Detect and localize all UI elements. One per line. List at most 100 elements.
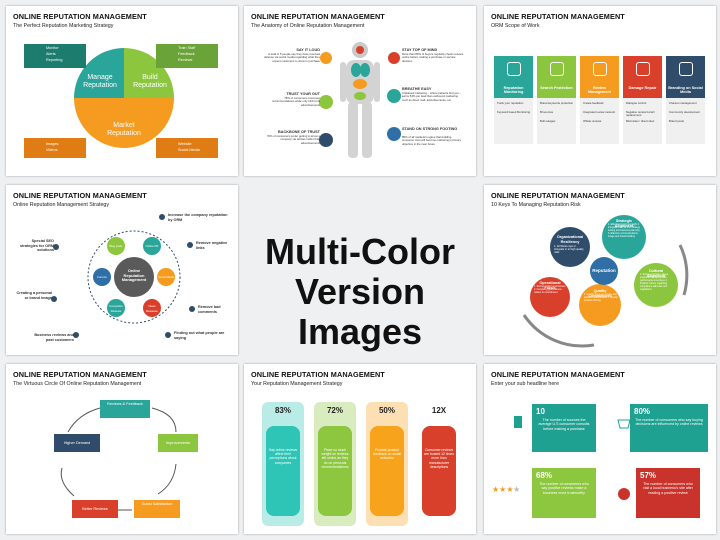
slide-subtitle: 10 Keys To Managing Reputation Risk [491, 202, 581, 208]
scope-column-title: Search Protection [540, 86, 573, 90]
strategy-text: Place so much weight on reviews left onl… [321, 448, 349, 469]
pie-label-build: Build Reputation [133, 74, 167, 89]
gear-4-title: Quality Commitment [588, 289, 612, 298]
scope-column-item: Keyword based Monitoring [497, 110, 531, 114]
pie-label-market: Market Reputation [107, 122, 141, 137]
callout-7: Business reviews and past customers [34, 333, 74, 342]
anatomy-item-4-title: STAY TOP OF MIND [402, 48, 438, 52]
scope-column-icon [507, 62, 521, 76]
slide-perfect-strategy[interactable]: ONLINE REPUTATION MANAGEMENT The Perfect… [6, 6, 238, 176]
scope-column-item: Channel management [669, 101, 697, 105]
slide-anatomy[interactable]: ONLINE REPUTATION MANAGEMENT The Anatomy… [244, 6, 476, 176]
gear-5-text: 1. Strong control environment 2. Company… [534, 285, 566, 294]
hub-center-label: Online Reputation Management [121, 268, 147, 283]
slide-subtitle: Online Reputation Management Strategy [13, 202, 109, 208]
scope-column-item: Bull outages [540, 119, 556, 123]
bl-item-2: Videos [46, 148, 58, 152]
slide-stats[interactable]: ONLINE REPUTATION MANAGEMENT Enter your … [484, 364, 716, 534]
cycle-node-4: Better Reviews [82, 507, 108, 511]
anatomy-item-6-text: 85% of all marketers agree that building… [402, 135, 461, 146]
scope-column-item: Community development [669, 110, 700, 114]
slide-subtitle: ORM Scope of Work [491, 23, 540, 29]
cycle-node-5: Higher Demand [63, 441, 91, 445]
stat-text: The number of sources the average U.S co… [538, 418, 590, 431]
hub-node-2: Online PR [145, 244, 159, 248]
stat-card: 57% The number of consumers who visit a l… [636, 468, 700, 518]
hub-node-5: Competitor Reviews [109, 304, 123, 313]
slide-orm-strategy[interactable]: ONLINE REPUTATION MANAGEMENT Online Repu… [6, 185, 238, 355]
slide-title: ONLINE REPUTATION MANAGEMENT [13, 370, 147, 379]
strategy-text: Consumer reviews are trusted 12 times mo… [424, 448, 454, 469]
bl-item-1: Images [46, 142, 59, 146]
strategy-card: Provide product feedback on social netwo… [370, 426, 404, 516]
gear-2-title: Strategic Alignment [614, 219, 634, 228]
strategy-value: 72% [326, 406, 343, 415]
stat-card: 80%The number of consumers who say buyin… [630, 404, 708, 452]
callout-3: Remove bad comments [198, 305, 221, 314]
slide-scope-of-work[interactable]: ONLINE REPUTATION MANAGEMENT ORM Scope o… [484, 6, 716, 176]
slide-subtitle: The Perfect Reputation Marketing Strateg… [13, 23, 114, 29]
strategy-hub-graphic [51, 214, 195, 338]
pie-label-manage: Manage Reputation [83, 74, 117, 89]
scope-column-item: Integrated review network [583, 110, 616, 114]
strategy-text: Say online reviews affect their percepti… [268, 448, 298, 465]
slide-title: ONLINE REPUTATION MANAGEMENT [13, 12, 147, 21]
heading-line-2: Version Images [294, 271, 426, 352]
slide-subtitle: Your Reputation Management Strategy [251, 381, 343, 387]
stat-text: The number of consumers who visit a loca… [642, 482, 694, 495]
slide-title: ONLINE REPUTATION MANAGEMENT [491, 370, 625, 379]
cycle-node-1: Reviews & Feedback [107, 402, 143, 406]
gear-1-text: 1. All Works reps 2. Integrate in to hig… [554, 245, 584, 255]
callout-4: Finding out what people are saying [174, 331, 225, 340]
slide-reputation-risk[interactable]: ONLINE REPUTATION MANAGEMENT 10 Keys To … [484, 185, 716, 355]
anatomy-item-2-title: TRUST YOUR GUT [286, 92, 320, 96]
anatomy-item-5-text: Unbiased marketing – where patients find… [402, 91, 462, 102]
scope-column-header: Search Protection [537, 56, 576, 98]
gear-3-text: 1. Strong corporate values, supported by… [640, 273, 669, 291]
stat-value: 10 [536, 407, 545, 416]
slide-subtitle: The Virtuous Circle Of Online Reputation… [13, 381, 142, 387]
strategy-card: Place so much weight on reviews left onl… [318, 426, 352, 516]
strategy-text: Provide product feedback on social netwo… [372, 448, 402, 461]
gear-1-title: Organizational Resiliency [556, 235, 584, 244]
anatomy-item-1-title: SAY IT LOUD [296, 48, 320, 52]
slide-virtuous-circle[interactable]: ONLINE REPUTATION MANAGEMENT The Virtuou… [6, 364, 238, 534]
hub-node-1: Blog posts [109, 244, 123, 248]
strategy-card: Consumer reviews are trusted 12 times mo… [422, 426, 456, 516]
scope-column-icon [550, 62, 564, 76]
gear-5-title: Operational Focus [539, 281, 561, 290]
slide-subtitle: Enter your sub headline here [491, 381, 560, 387]
slide-subtitle: The Anatomy of Online Reputation Managem… [251, 23, 365, 29]
strategy-card: Say online reviews affect their percepti… [266, 426, 300, 516]
scope-column-icon [593, 62, 607, 76]
tr-item-1: Train Staff [178, 46, 196, 50]
anatomy-item-6-title: STAND ON STRONG FOOTING [402, 127, 458, 131]
anatomy-item-3-text: 70% of consumers prefer getting to know … [266, 134, 320, 145]
hub-node-3: Forums [97, 275, 107, 279]
br-item-1: Website [178, 142, 192, 146]
scope-column-item: Brand posts [669, 119, 684, 123]
scope-column-item: Create feedback [583, 101, 604, 105]
slide-title: ONLINE REPUTATION MANAGEMENT [251, 370, 385, 379]
callout-1: Increase the company reputation by ORM [168, 213, 228, 222]
callout-2: Remove negative links [196, 241, 228, 250]
stat-value: 57% [640, 471, 657, 480]
anatomy-item-5-title: BREATHE EASY [402, 87, 432, 91]
slide-title: ONLINE REPUTATION MANAGEMENT [491, 12, 625, 21]
tl-item-1: Monitor [46, 46, 59, 50]
hub-node-6: News Releases [146, 304, 158, 313]
slide-title: ONLINE REPUTATION MANAGEMENT [13, 191, 147, 200]
slide-reputation-strategy[interactable]: ONLINE REPUTATION MANAGEMENT Your Reputa… [244, 364, 476, 534]
slide-title: ONLINE REPUTATION MANAGEMENT [251, 12, 385, 21]
cycle-node-3: Guest Satisfaction [141, 502, 173, 506]
scope-column-title: Damage Repair [628, 86, 657, 90]
slide-title: ONLINE REPUTATION MANAGEMENT [491, 191, 625, 200]
scope-column-icon [679, 62, 693, 76]
cycle-arrows-graphic [54, 400, 198, 518]
stat-value: 68% [536, 471, 553, 480]
